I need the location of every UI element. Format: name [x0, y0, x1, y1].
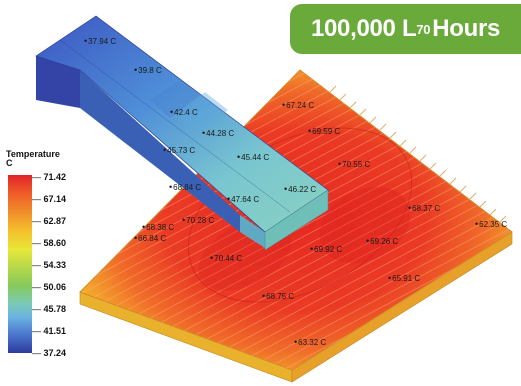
probe-label: 68.38 C: [142, 223, 174, 232]
legend-tick: 45.78: [32, 304, 67, 314]
probe-label: 65.91 C: [388, 274, 420, 283]
probe-label: 69.26 C: [366, 237, 398, 246]
probe-label: 46.22 C: [284, 185, 316, 194]
probe-label: 45.73 C: [163, 146, 195, 155]
legend-title-label: Temperature: [6, 149, 60, 159]
legend-tick: 37.24: [32, 348, 67, 358]
legend-tick: 67.14: [32, 194, 67, 204]
temperature-colorbar: [8, 175, 32, 353]
probe-label: 62.35 C: [475, 220, 507, 229]
badge-subscript: 70: [416, 21, 431, 37]
legend-tick: 54.33: [32, 260, 67, 270]
probe-label: 70.44 C: [210, 254, 242, 263]
probe-label: 44.28 C: [202, 129, 234, 138]
arm-side: [36, 56, 80, 108]
probe-label: 63.32 C: [294, 338, 326, 347]
probe-label: 70.28 C: [182, 216, 214, 225]
legend-tick: 71.42: [32, 172, 67, 182]
legend-title-unit: C: [6, 158, 13, 168]
probe-label: 66.84 C: [134, 234, 166, 243]
probe-label: 68.37 C: [408, 204, 440, 213]
probe-label: 45.44 C: [237, 153, 269, 162]
probe-label: 37.94 C: [84, 37, 116, 46]
arm-front: [264, 189, 329, 251]
probe-label: 70.55 C: [338, 160, 370, 169]
badge-text-prefix: 100,000 L: [310, 15, 417, 42]
probe-label: 69.59 C: [308, 127, 340, 136]
legend-tick: 58.60: [32, 238, 67, 248]
probe-label: 69.92 C: [310, 245, 342, 254]
probe-label: 68.84 C: [169, 183, 201, 192]
legend-tick: 41.51: [32, 326, 67, 336]
probe-label: 67.24 C: [282, 101, 314, 110]
legend-title: Temperature C: [6, 150, 60, 168]
legend-tick: 62.87: [32, 216, 67, 226]
legend-tick: 50.06: [32, 282, 67, 292]
badge-text-suffix: Hours: [432, 15, 501, 42]
probe-label: 39.8 C: [134, 66, 162, 75]
probe-label: 68.75 C: [262, 292, 294, 301]
probe-label: 47.64 C: [227, 195, 259, 204]
probe-label: 42.4 C: [170, 108, 198, 117]
